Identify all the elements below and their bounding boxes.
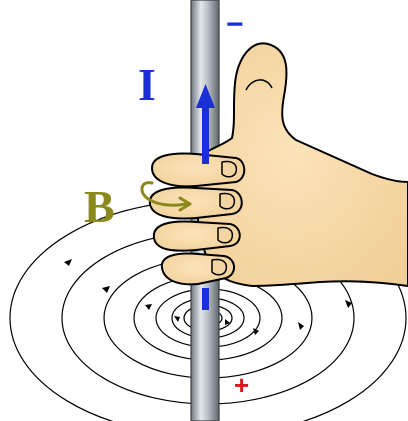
right-hand-thumb-up-icon (148, 42, 408, 287)
finger-index (151, 152, 246, 188)
fingernails (211, 160, 238, 276)
field-arrowhead (64, 259, 72, 266)
field-direction-arrowheads (64, 259, 352, 335)
negative-terminal-label: − (226, 8, 244, 41)
field-arrowhead (174, 316, 180, 322)
field-arrowhead (102, 286, 110, 293)
field-arrowhead (345, 300, 352, 308)
field-arrowhead (253, 328, 259, 335)
positive-terminal-label: + (234, 370, 249, 400)
arrow-up-icon (196, 84, 215, 164)
field-arrowhead (225, 319, 230, 325)
field-arrowhead (298, 322, 304, 330)
current-line-lower (202, 288, 209, 310)
current-label: I (138, 59, 156, 110)
curved-arrow-icon (140, 181, 192, 212)
palm (195, 42, 408, 287)
finger-middle (148, 186, 243, 220)
field-arrowhead (145, 304, 152, 310)
field-label: B (84, 181, 115, 232)
thumb-nail-crease (245, 79, 273, 91)
